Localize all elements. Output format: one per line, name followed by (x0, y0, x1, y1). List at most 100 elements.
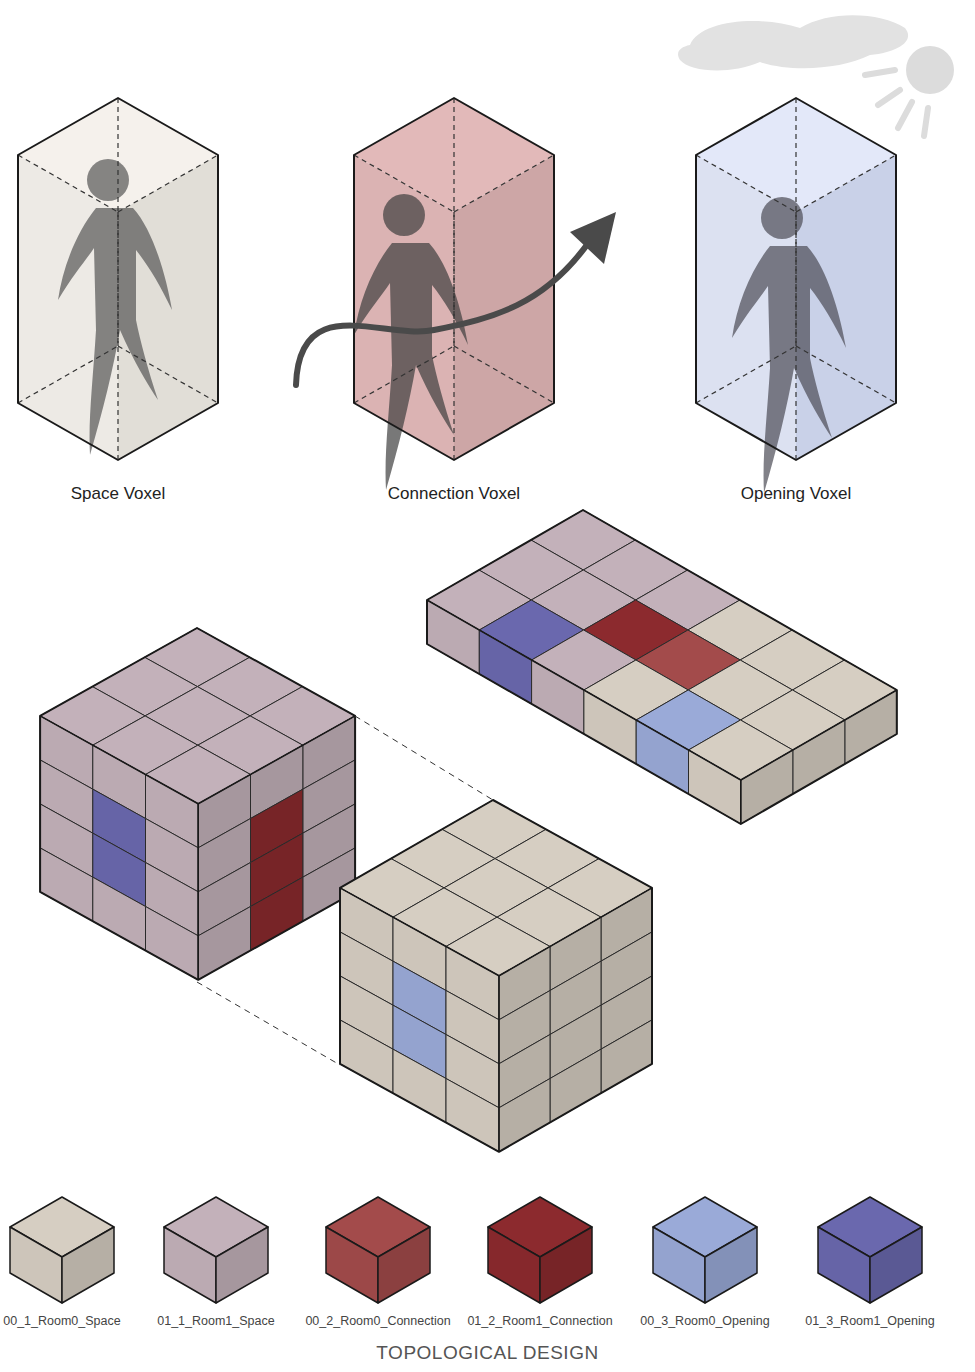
block-edge (340, 888, 652, 976)
block-edge (427, 600, 897, 780)
weather-icon (678, 15, 954, 136)
person-figure (58, 159, 172, 455)
voxel-prism (686, 90, 906, 470)
person-head (761, 197, 803, 239)
hidden-edge (696, 155, 796, 212)
prism-outline (696, 98, 896, 460)
block-outline (427, 510, 897, 824)
legend-item: 00_1_Room0_Space (0, 1196, 147, 1328)
voxel-node: Space Voxel (8, 90, 228, 508)
swatch-face (488, 1227, 540, 1303)
legend-label: 01_1_Room1_Space (131, 1314, 301, 1328)
voxel-cell (532, 660, 584, 734)
voxel-cell (479, 630, 531, 704)
voxel-cell (499, 1079, 550, 1152)
legend-swatch (9, 1196, 115, 1304)
legend-swatch (163, 1196, 269, 1304)
legend-swatch (817, 1196, 923, 1304)
legend-item: 01_3_Room1_Opening (785, 1196, 955, 1328)
prism-outline (354, 98, 554, 460)
swatch-face (326, 1227, 378, 1303)
sun-ray (865, 70, 895, 75)
hidden-edge (18, 346, 118, 403)
voxel-node: Connection Voxel (344, 90, 564, 508)
hidden-edge (354, 346, 454, 403)
person-head (383, 194, 425, 236)
person-figure (354, 194, 468, 490)
prism-top (18, 98, 218, 212)
arrow-head (570, 212, 616, 264)
legend-item: 01_1_Room1_Space (131, 1196, 301, 1328)
legend-swatch (487, 1196, 593, 1304)
voxel-cell (198, 907, 250, 980)
legend-item: 00_2_Room0_Connection (293, 1196, 463, 1328)
swatch-face (378, 1227, 430, 1303)
voxel-prism (344, 90, 564, 470)
voxel-cell (793, 720, 845, 794)
swatch-face (653, 1227, 705, 1303)
room1-voxel-block (40, 628, 355, 980)
hidden-edge (796, 346, 896, 403)
legend-swatch (325, 1196, 431, 1304)
movement-arrow (296, 242, 589, 385)
swatch-face (326, 1197, 430, 1257)
hidden-edge (796, 155, 896, 212)
swatch-face (818, 1197, 922, 1257)
block-edge (197, 804, 199, 980)
voxel-cell (584, 690, 636, 764)
guide-line (197, 982, 340, 1065)
hidden-edge (118, 155, 218, 212)
prism-left (696, 155, 796, 460)
voxel-node: Opening Voxel (686, 90, 906, 508)
voxel-cell (251, 877, 303, 950)
voxel-cell (689, 750, 741, 824)
prism-right (118, 155, 218, 460)
block-outline (40, 628, 355, 980)
prism-top (354, 98, 554, 212)
prism-outline (18, 98, 218, 460)
swatch-face (705, 1227, 757, 1303)
voxel-cell (550, 1049, 601, 1122)
hidden-edge (117, 98, 118, 346)
swatch-face (488, 1197, 592, 1257)
room0-voxel-block (340, 800, 652, 1152)
hidden-edge (18, 155, 118, 212)
legend-label: 00_3_Room0_Opening (620, 1314, 790, 1328)
hidden-edge (118, 346, 218, 403)
voxel-cell (845, 690, 897, 764)
sun-ray (878, 90, 900, 105)
voxel-cell (636, 720, 688, 794)
swatch-face (818, 1227, 870, 1303)
voxel-cell (741, 750, 793, 824)
swatch-face (540, 1227, 592, 1303)
swatch-face (10, 1227, 62, 1303)
legend-label: 00_2_Room0_Connection (293, 1314, 463, 1328)
sun-ray (898, 102, 912, 128)
prism-left (354, 155, 454, 460)
voxel-cell (40, 848, 93, 921)
voxel-cell (601, 1020, 652, 1093)
person-figure (732, 197, 846, 493)
swatch-face (164, 1227, 216, 1303)
hidden-edge (354, 155, 454, 212)
hidden-edge (795, 98, 796, 346)
prism-left (18, 155, 118, 460)
floor-plan-voxel-strip (427, 510, 897, 824)
voxel-label: Opening Voxel (686, 484, 906, 504)
legend-label: 01_3_Room1_Opening (785, 1314, 955, 1328)
swatch-face (10, 1197, 114, 1257)
voxel-prism (8, 90, 228, 470)
legend-swatch (652, 1196, 758, 1304)
legend-label: 00_1_Room0_Space (0, 1314, 147, 1328)
cloud (678, 15, 908, 70)
voxel-cell (93, 877, 146, 950)
voxel-cell (393, 1049, 446, 1122)
block-outline (340, 800, 652, 1152)
person-body (354, 243, 468, 490)
hidden-edge (795, 212, 796, 460)
person-body (58, 208, 172, 455)
person-head (87, 159, 129, 201)
